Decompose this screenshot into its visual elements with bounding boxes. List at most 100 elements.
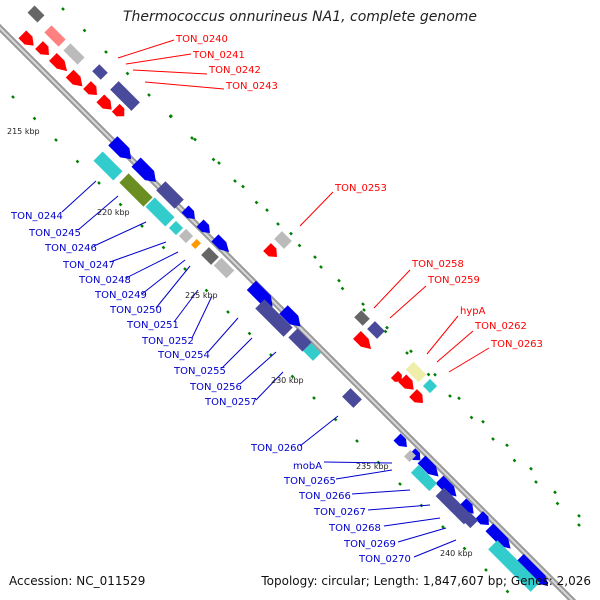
gene-darkgray-shape: [201, 247, 219, 265]
gene-label-ton-0243[interactable]: TON_0243: [225, 81, 278, 92]
gene-label-ton-0268[interactable]: TON_0268: [328, 523, 381, 534]
tick-mark: [457, 396, 461, 401]
gene-label-ton-0254[interactable]: TON_0254: [157, 350, 210, 361]
tick-mark: [217, 161, 221, 165]
tick-mark: [398, 482, 402, 486]
tick-mark: [169, 114, 173, 118]
leader-line: [335, 469, 393, 480]
gene-ton-0254: [246, 280, 273, 307]
gene-label-ton-0240[interactable]: TON_0240: [175, 34, 228, 45]
gene-label-ton-0266[interactable]: TON_0266: [298, 491, 351, 502]
gene-label-ton-0249[interactable]: TON_0249: [94, 290, 147, 301]
gene-ton-0251-shape: [178, 228, 194, 244]
tick-mark: [313, 255, 317, 260]
gene-label-ton-0270[interactable]: TON_0270: [358, 554, 411, 565]
gene-red-arrow-shape: [18, 30, 34, 46]
tick-mark: [161, 245, 166, 250]
gene-hypa: [405, 361, 427, 383]
gene-label-ton-0244[interactable]: TON_0244: [10, 211, 63, 222]
gene-label-ton-0247[interactable]: TON_0247: [62, 260, 115, 271]
gene-ton-0256: [255, 299, 293, 337]
gene-label-ton-0245[interactable]: TON_0245: [28, 228, 81, 239]
gene-label-ton-0259[interactable]: TON_0259: [427, 275, 480, 286]
label-leader-lines: [61, 39, 490, 558]
genome-title: Thermococcus onnurineus NA1, complete ge…: [122, 9, 478, 25]
gene-ton-0260: [342, 388, 362, 408]
gene-label-ton-0242[interactable]: TON_0242: [208, 65, 261, 76]
gene-label-ton-0253[interactable]: TON_0253: [334, 183, 387, 194]
gene-label-ton-0246[interactable]: TON_0246: [44, 243, 97, 254]
leader-line: [141, 259, 186, 295]
gene-label-ton-0250[interactable]: TON_0250: [109, 305, 162, 316]
leader-line: [436, 330, 474, 363]
gene-gray: [213, 257, 235, 279]
scale-label: 230 kbp: [271, 376, 304, 385]
leader-line: [125, 53, 192, 65]
leader-line: [61, 180, 97, 213]
gene-red-arrow-shape: [409, 389, 423, 403]
gene-red-arrow: [18, 30, 34, 46]
gene-label-ton-0257[interactable]: TON_0257: [204, 397, 257, 408]
tick-mark: [97, 181, 101, 185]
gene-cyan: [93, 151, 123, 181]
gene-label-ton-0269[interactable]: TON_0269: [343, 539, 396, 550]
gene-ton-0266: [403, 449, 417, 463]
gene-ton-0241-shape: [44, 25, 66, 47]
gene-label-ton-0241[interactable]: TON_0241: [192, 50, 245, 61]
leader-line: [132, 69, 208, 75]
leader-line: [77, 195, 119, 231]
tick-mark: [555, 501, 560, 506]
tick-mark: [290, 374, 295, 379]
gene-red-arrow: [390, 370, 402, 382]
gene-ton-0252-shape: [191, 239, 201, 249]
leader-line: [125, 251, 179, 279]
gene-blue-shape: [485, 523, 511, 549]
gene-label-hypa[interactable]: hypA: [460, 306, 486, 317]
gene-label-moba[interactable]: mobA: [293, 461, 322, 472]
gene-blue-shape: [417, 455, 439, 477]
gene-label-ton-0248[interactable]: TON_0248: [78, 275, 131, 286]
gene-blue: [475, 511, 489, 525]
gene-label-ton-0252[interactable]: TON_0252: [141, 336, 194, 347]
tick-mark: [469, 415, 474, 420]
gene-label-ton-0255[interactable]: TON_0255: [173, 366, 226, 377]
leader-line: [299, 191, 334, 227]
tick-mark: [211, 157, 216, 162]
leader-line: [323, 461, 393, 464]
gene-label-ton-0260[interactable]: TON_0260: [250, 443, 303, 454]
gene-label-ton-0256[interactable]: TON_0256: [189, 382, 242, 393]
tick-mark: [355, 439, 359, 443]
gene-ton-0258-shape: [354, 310, 370, 326]
gene-cyan: [145, 197, 175, 227]
gene-label-ton-0265[interactable]: TON_0265: [283, 476, 336, 487]
gene-red-arrow: [65, 69, 83, 87]
gene-ton-0247: [181, 205, 195, 219]
gene-darkgray: [201, 247, 219, 265]
gene-ton-0249-shape: [211, 234, 230, 253]
gene-ton-0267: [410, 464, 438, 492]
gene-label-ton-0267[interactable]: TON_0267: [313, 507, 366, 518]
leader-line: [93, 221, 147, 247]
gene-ton-0262-shape: [422, 378, 438, 394]
gene-features: [18, 5, 549, 592]
gene-ton-0252: [191, 239, 201, 249]
leader-line: [373, 269, 411, 309]
gene-blue: [417, 455, 439, 477]
gene-label-ton-0263[interactable]: TON_0263: [490, 339, 543, 350]
gene-label-ton-0251[interactable]: TON_0251: [126, 320, 179, 331]
gene-ton-0254-shape: [246, 280, 273, 307]
leader-line: [426, 315, 459, 355]
leader-line: [389, 285, 427, 319]
tick-mark: [226, 310, 230, 314]
gene-ton-0268: [435, 487, 473, 525]
gene-ton-0253-shape: [263, 243, 277, 257]
gene-label-ton-0262[interactable]: TON_0262: [474, 321, 527, 332]
leader-line: [299, 415, 339, 447]
tick-mark: [247, 331, 252, 336]
gene-red-arrow-shape: [111, 103, 125, 117]
gene-red-arrow: [353, 331, 372, 350]
tick-mark: [405, 351, 409, 355]
gene-label-ton-0258[interactable]: TON_0258: [411, 259, 464, 270]
tick-mark: [491, 437, 495, 441]
scale-label: 220 kbp: [97, 208, 130, 217]
